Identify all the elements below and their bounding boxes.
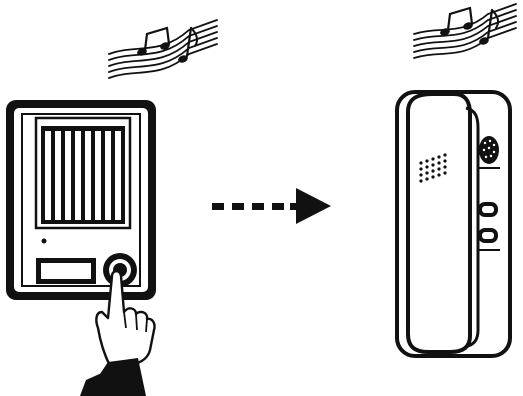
dotted-arrow-right-icon xyxy=(212,188,331,224)
intercom-handset-icon xyxy=(395,90,512,358)
door-station-icon xyxy=(6,100,156,300)
music-notes-icon xyxy=(108,19,218,79)
music-notes-icon xyxy=(413,3,517,59)
pressing-hand-icon xyxy=(80,269,156,396)
